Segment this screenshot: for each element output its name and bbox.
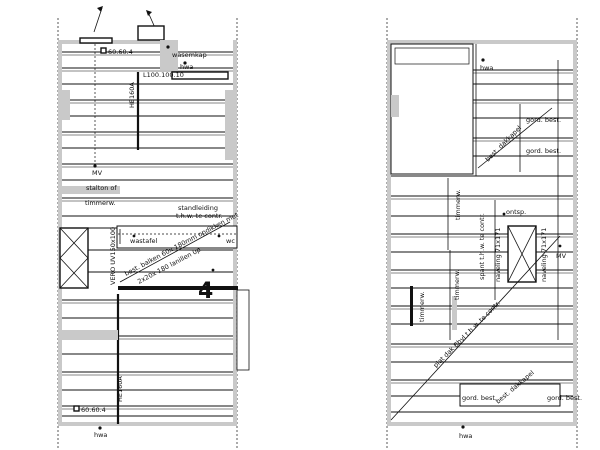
label-l-profile: L100.100.10 xyxy=(143,71,184,79)
label-naveling: naveling 71x171 xyxy=(540,228,548,282)
void-recess xyxy=(391,95,399,117)
label-timmerw: timmerw. xyxy=(85,199,115,207)
label-gord-1: gord. best. xyxy=(526,116,561,124)
label-gord-2: gord. best. xyxy=(526,147,561,155)
arrow-line xyxy=(93,7,103,33)
label-he-top: HE160A xyxy=(128,82,136,108)
arrow-head-icon xyxy=(146,10,152,16)
label-wastafel: wastafel xyxy=(130,237,158,245)
label-spant-1: spant t.h.w. te contr. xyxy=(478,213,486,280)
roof-void xyxy=(390,43,474,175)
dakkapel-bottom xyxy=(459,383,561,407)
side-extension xyxy=(236,289,250,371)
mv-icon xyxy=(558,244,562,248)
stud-post xyxy=(410,286,413,326)
joist-double-lines xyxy=(391,72,573,384)
label-dakkapel-top: best. dakkapel xyxy=(484,124,523,163)
right-recess xyxy=(225,90,233,160)
column-square xyxy=(73,405,80,412)
wasemkap-icon xyxy=(166,45,170,49)
downpipe-icon xyxy=(183,61,187,65)
left-recess xyxy=(62,90,70,120)
left-floor-plan: 60.60.4 wasemkap hwa L100.100.10 HE160A … xyxy=(57,6,250,450)
label-spant-2: naveling 71x171 xyxy=(494,228,502,282)
label-wasemkap: wasemkap xyxy=(172,51,207,59)
label-col-bottom: 60.60.4 xyxy=(81,406,106,414)
label-col-top: 60.60.4 xyxy=(108,48,133,56)
bathroom-area xyxy=(116,225,238,249)
label-timmerw-3: timmerw. xyxy=(418,292,426,322)
vero-opening xyxy=(59,227,89,289)
label-gord-3: gord. best. xyxy=(462,394,497,402)
downpipe-icon xyxy=(98,426,102,430)
steel-beam xyxy=(118,286,238,290)
arrow-head-icon xyxy=(97,6,103,12)
top-shaft xyxy=(137,25,165,41)
label-gord-4: gord. best. xyxy=(547,394,582,402)
top-window xyxy=(79,37,113,44)
label-vero: VERO UV150x100 xyxy=(109,227,117,285)
label-stalton: stalton of xyxy=(86,184,117,192)
downpipe-icon xyxy=(461,425,465,429)
diagonal-leader xyxy=(477,107,553,169)
label-hwa-top: hwa xyxy=(180,63,193,71)
right-wall xyxy=(573,40,577,423)
label-mv: MV xyxy=(556,252,567,260)
diagonal-leader xyxy=(390,235,561,421)
left-wall xyxy=(387,40,391,423)
fixture-icon xyxy=(132,234,136,238)
bottom-partition xyxy=(62,330,118,340)
right-floor-plan: hwa best. dakkapel gord. best. gord. bes… xyxy=(386,18,582,450)
joist-double-lines xyxy=(62,54,233,410)
label-hwa-bottom: hwa xyxy=(94,431,107,439)
bottom-wall xyxy=(387,422,577,426)
joist-group xyxy=(62,51,233,417)
label-hwa-top: hwa xyxy=(480,64,493,72)
column-square xyxy=(100,47,107,54)
label-timmerw-2: timmerw. xyxy=(453,270,461,300)
fixture-icon xyxy=(217,234,221,238)
label-platdak: plat dak Bbvl t.h.w. te contr. xyxy=(432,299,502,369)
label-ontsp: ontsp. xyxy=(506,208,526,216)
stalton-wall xyxy=(60,186,120,194)
downpipe-icon xyxy=(481,58,485,62)
fixture-icon xyxy=(211,268,215,272)
l-profile-box xyxy=(171,71,229,80)
label-standleiding-1: standleiding xyxy=(178,204,218,212)
label-standleiding-2: t.h.w. te contr. xyxy=(176,212,223,220)
bottom-wall xyxy=(58,422,237,426)
label-hwa-bottom: hwa xyxy=(459,432,472,440)
mv-icon xyxy=(93,164,97,168)
label-mark-4: 4 xyxy=(198,279,213,304)
top-wall xyxy=(387,40,577,44)
label-mv: MV xyxy=(92,169,103,177)
label-he-bottom: HE160A xyxy=(116,376,124,402)
shaft-wall xyxy=(160,40,178,70)
top-wall xyxy=(58,40,178,44)
label-timmerw-1: timmerw. xyxy=(454,190,462,220)
diagonal-leader xyxy=(119,221,231,283)
label-wc: wc xyxy=(226,237,235,245)
